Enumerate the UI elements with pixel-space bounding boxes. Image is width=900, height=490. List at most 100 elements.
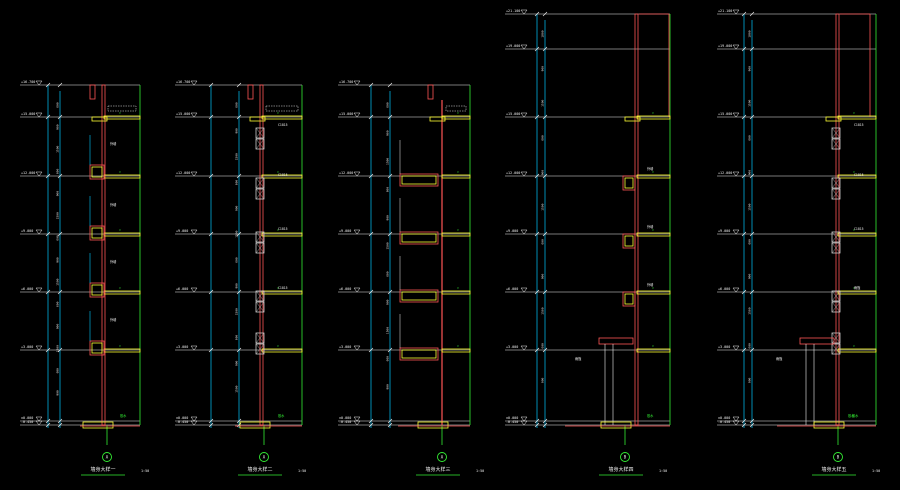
dimension-tick	[208, 231, 214, 237]
level-marker	[35, 229, 43, 235]
dimension-text: 600	[748, 135, 752, 141]
parapet	[247, 84, 254, 100]
dimension-text: 600	[541, 239, 545, 245]
dimension-tick	[57, 422, 63, 428]
level-marker	[190, 345, 198, 351]
dimension-text: 600	[541, 343, 545, 349]
dimension-text: 900	[56, 390, 60, 396]
exterior-wall	[101, 84, 106, 426]
finish-marker: ▽	[277, 170, 279, 174]
finish-marker: ▽	[277, 344, 279, 348]
level-label: +16.700	[339, 80, 353, 84]
finish-marker: ▽	[853, 228, 855, 232]
ground-note: 散水	[120, 413, 127, 418]
finish-marker: ▽	[853, 344, 855, 348]
dimension-text: 900	[748, 66, 752, 72]
level-label: +9.000	[339, 229, 351, 233]
roof-slab-edge	[429, 116, 446, 122]
level-marker	[353, 80, 361, 86]
window-pane	[831, 343, 841, 355]
dimension-tick	[57, 114, 63, 120]
wall-note: 外墙	[110, 317, 117, 322]
window-cross	[831, 127, 841, 139]
level-marker	[520, 287, 528, 293]
dimension-tick	[741, 231, 747, 237]
foundation-beam	[600, 421, 632, 429]
floor-slab	[261, 290, 303, 295]
dimension-tick	[368, 114, 374, 120]
dimension-tick	[749, 231, 755, 237]
floor-slab	[636, 348, 671, 353]
level-label: +12.000	[339, 171, 353, 175]
dimension-tick	[749, 173, 755, 179]
dimension-text: 900	[235, 128, 239, 134]
window-pane	[255, 188, 265, 200]
dimension-tick	[57, 347, 63, 353]
level-marker	[190, 420, 198, 426]
floor-slab	[441, 348, 471, 353]
dimension-tick	[368, 422, 374, 428]
balcony-slab	[399, 347, 439, 361]
dimension-text: 1500	[541, 99, 545, 106]
section-scale: 1:50	[141, 469, 149, 473]
dimension-tick	[57, 289, 63, 295]
dimension-text: 600	[56, 169, 60, 175]
window-pane	[831, 242, 841, 254]
level-label: +6.000	[339, 287, 351, 291]
balcony-inner	[401, 175, 437, 185]
dimension-text: 900	[235, 205, 239, 211]
window-cross	[831, 231, 841, 243]
dimension-text: 1500	[56, 212, 60, 219]
level-label: +16.700	[21, 80, 35, 84]
dimension-tick	[534, 347, 540, 353]
dimension-tick	[236, 82, 242, 88]
roof-slab-edge	[249, 116, 266, 122]
wall-section-3: +16.700+15.000+12.000+9.000+6.000+3.000±…	[338, 80, 484, 476]
dimension-tick	[542, 347, 548, 353]
section-title: 墙身大样四	[608, 466, 633, 473]
floor-slab	[636, 174, 671, 179]
window-note: C1815	[854, 123, 864, 127]
level-marker	[353, 420, 361, 426]
dimension-text: 1500	[748, 307, 752, 314]
wall-note: 外墙	[110, 202, 117, 207]
dimension-tick	[387, 418, 393, 424]
wall-note: 外墙	[110, 141, 117, 146]
dimension-tick	[236, 418, 242, 424]
level-marker	[190, 171, 198, 177]
level-marker	[732, 44, 740, 50]
dimension-tick	[542, 418, 548, 424]
dimension-tick	[368, 418, 374, 424]
window-pane	[255, 242, 265, 254]
level-marker	[732, 171, 740, 177]
balcony-slab	[399, 289, 439, 303]
floor-slab	[837, 348, 877, 353]
level-marker	[190, 112, 198, 118]
level-label: +15.000	[718, 112, 732, 116]
dimension-text: 600	[541, 135, 545, 141]
level-label: -0.450	[339, 420, 351, 424]
finish-marker: ▽	[457, 111, 459, 115]
level-marker	[353, 171, 361, 177]
window-cross	[255, 332, 265, 344]
dimension-text: 600	[386, 271, 390, 277]
dimension-tick	[57, 231, 63, 237]
window-sill-detail	[89, 282, 105, 298]
dimension-tick	[368, 289, 374, 295]
level-label: +9.000	[176, 229, 188, 233]
dimension-text: 600	[56, 368, 60, 374]
dimension-text: 900	[541, 170, 545, 176]
section-scale: 1:50	[476, 469, 484, 473]
section-title: 墙身大样二	[247, 466, 272, 473]
dimension-tick	[741, 11, 747, 17]
finish-marker: ▽	[277, 111, 279, 115]
finish-marker: ▽	[457, 170, 459, 174]
finish-marker: ▽	[652, 111, 654, 115]
window-cross	[831, 138, 841, 150]
level-marker	[732, 345, 740, 351]
dimension-tick	[741, 418, 747, 424]
dimension-text: 900	[386, 130, 390, 136]
dimension-tick	[741, 347, 747, 353]
